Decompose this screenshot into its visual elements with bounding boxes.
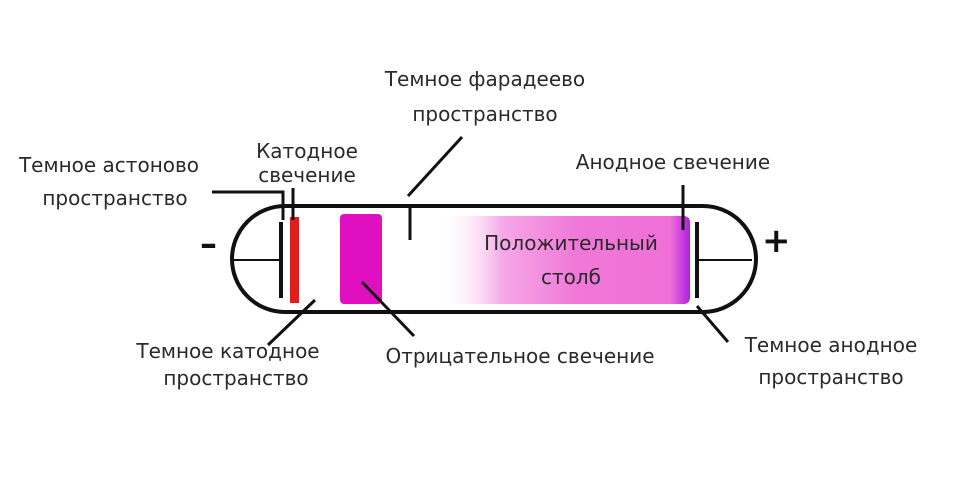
cathode-glow-strip [290,217,299,303]
leader-negative-glow [360,280,416,338]
negative-glow-region [340,214,382,304]
label-negative-glow: Отрицательное свечение [385,344,654,368]
label-anode-dark-space-2: пространство [758,365,903,389]
label-positive-column: Положительный [484,231,658,255]
leader-lines [212,135,730,347]
label-faraday-dark-space: Темное фарадеево [384,67,585,91]
positive-column [440,216,690,304]
label-cathode-glow: Катодное [256,139,358,163]
label-cathode-dark-space-2: пространство [163,366,308,390]
label-aston-dark-space: Темное астоново [18,153,199,177]
leader-cathode-dark [266,298,317,347]
cathode-minus-sign: – [200,224,217,264]
anode-plus-sign: + [762,221,791,261]
label-faraday-dark-space-2: пространство [412,102,557,126]
leader-anode-dark [695,305,730,343]
label-cathode-dark-space: Темное катодное [135,339,319,363]
label-cathode-glow-2: свечение [258,163,356,187]
label-positive-column-2: столб [541,265,601,289]
leader-aston [212,190,285,220]
label-aston-dark-space-2: пространство [42,186,187,210]
discharge-tube [230,204,758,314]
label-anode-glow: Анодное свечение [576,150,770,174]
leader-faraday [406,135,464,198]
label-anode-dark-space: Темное анодное [744,333,918,357]
